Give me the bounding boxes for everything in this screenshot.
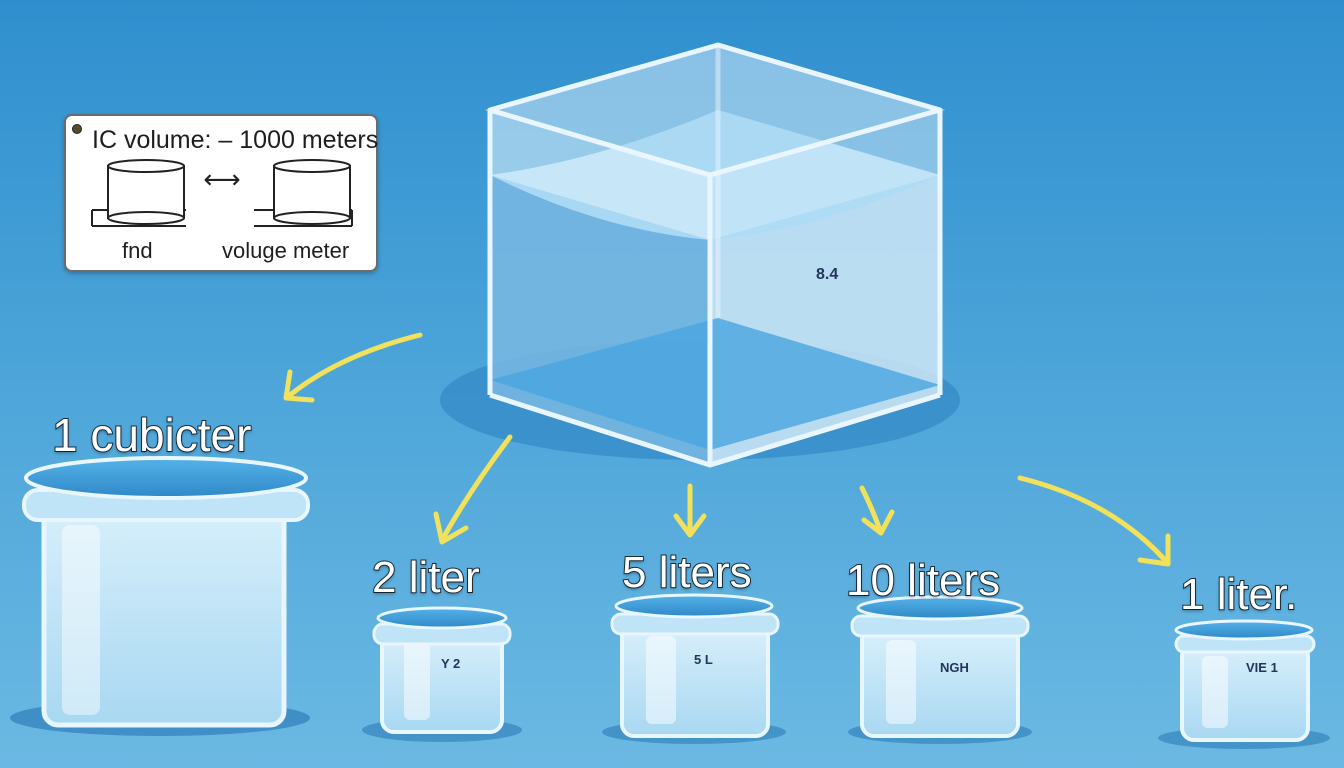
arrow-to-2-liter: [433, 434, 513, 545]
cube-value-label: 8.4: [816, 266, 839, 283]
jar-tag-10-liters: NGH: [940, 660, 969, 675]
container-label-2-liter: 2 liter: [371, 552, 481, 603]
legend-right-label: voluge meter: [222, 238, 350, 263]
container-10-liters: [848, 595, 1032, 744]
jar-tag-2-liter: Y 2: [441, 656, 461, 671]
container-label-1-liter: 1 liter.: [1179, 569, 1298, 620]
jar-tag-5-liters: 5 L: [694, 652, 713, 667]
container-label-5-liters: 5 liters: [621, 547, 753, 598]
container-1-liter: [1158, 619, 1330, 749]
legend-cylinder-right-icon: [273, 159, 351, 225]
water-cube: [440, 42, 960, 468]
container-label-10-liters: 10 liters: [845, 555, 1001, 606]
double-arrow-icon: ⟷: [203, 165, 240, 195]
container-label-1-cubicter: 1 cubicter: [51, 408, 252, 462]
container-2-liter: [362, 606, 522, 742]
legend-left-label: fnd: [122, 238, 153, 263]
legend-diagram: ⟷: [91, 159, 353, 227]
legend-title: IC volume: – 1000 meters: [92, 126, 379, 154]
legend-box: IC volume: – 1000 meters ⟷ fnd voluge me…: [64, 114, 378, 272]
container-1-cubicter: [10, 456, 310, 736]
jar-tag-1-liter: VIE 1: [1246, 660, 1278, 675]
arrow-to-5-liters: [673, 483, 707, 538]
arrow-to-1-liter: [1017, 475, 1171, 567]
container-5-liters: [602, 593, 786, 744]
arrow-to-10-liters: [859, 485, 895, 536]
legend-cylinder-left-icon: [107, 159, 185, 225]
bullet-icon: [72, 124, 82, 134]
arrow-to-cubicter: [283, 332, 423, 403]
